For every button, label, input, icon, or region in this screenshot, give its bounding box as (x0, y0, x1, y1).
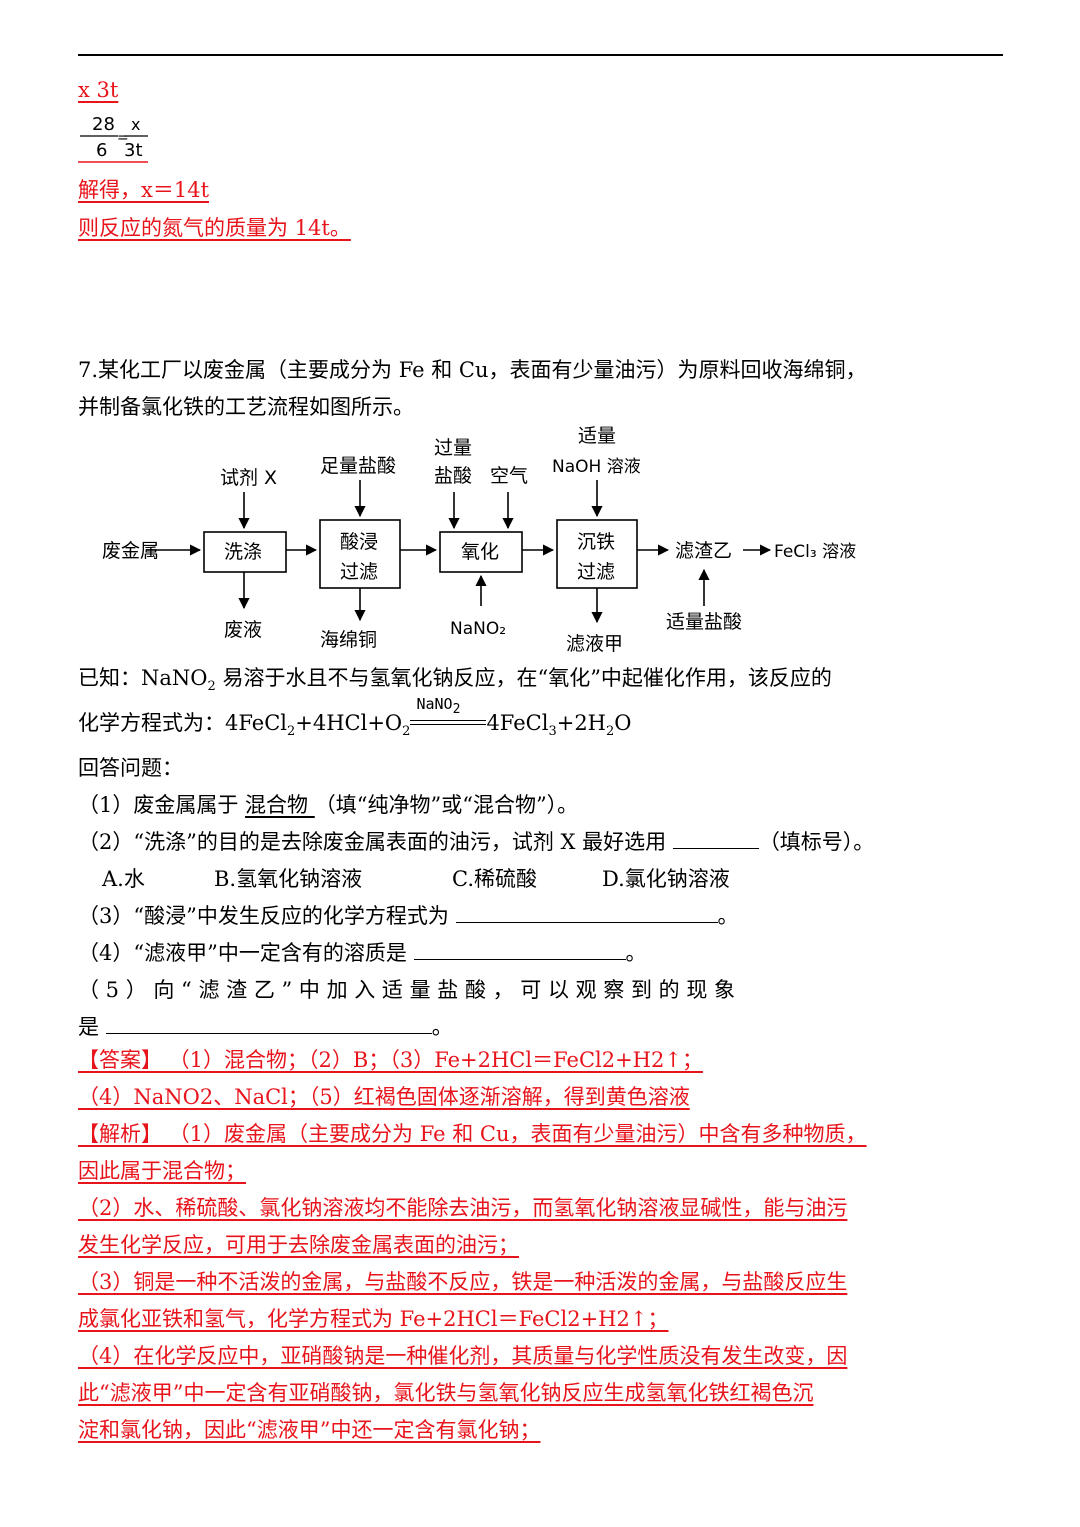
q2-answer-blank[interactable] (672, 828, 759, 850)
analysis-line-9: 淀和氯化钠，因此“滤液甲”中还一定含有氯化钠； (78, 1418, 541, 1442)
known-line-1: 已知：NaNO2 易溶于水且不与氢氧化钠反应，在“氧化”中起催化作用，该反应的 (78, 666, 832, 695)
catalyst-arrow: NaNO2 (410, 695, 487, 730)
label-residue: 滤渣乙 (675, 540, 732, 562)
label-precip-2: 过滤 (577, 561, 615, 583)
label-in-hcl-2: 盐酸 (434, 465, 472, 487)
q4-answer-blank[interactable] (413, 939, 626, 961)
q5-answer-blank[interactable] (105, 1013, 432, 1035)
answer-block: 【答案】 （1）混合物；（2）B；（3）Fe+2HCl＝FeCl2+H2↑； （… (78, 1042, 1003, 1449)
label-out-acid: 海绵铜 (320, 629, 377, 651)
q3: （3）“酸浸”中发生反应的化学方程式为 。 (78, 902, 739, 929)
label-wash: 洗涤 (224, 541, 262, 563)
answer-line-2: （4）NaNO2、NaCl；（5）红褐色固体逐渐溶解，得到黄色溶液 (78, 1085, 690, 1109)
q1-answer-blank[interactable]: 混合物 (245, 793, 315, 818)
q3-answer-blank[interactable] (455, 902, 718, 924)
question-stem: 7.某化工厂以废金属（主要成分为 Fe 和 Cu，表面有少量油污）为原料回收海绵… (78, 352, 1003, 426)
label-oxid: 氧化 (461, 541, 499, 563)
analysis-line-4: 发生化学反应，可用于去除废金属表面的油污； (78, 1233, 519, 1257)
stem-line-2: 并制备氯化铁的工艺流程如图所示。 (78, 395, 414, 419)
q2-options: A.水 B.氢氧化钠溶液 C.稀硫酸 D.氯化钠溶液 (78, 861, 1003, 898)
box-wash (203, 531, 287, 573)
analysis-line-6: 成氯化亚铁和氢气，化学方程式为 Fe+2HCl＝FeCl2+H2↑； (78, 1307, 669, 1331)
q5-line-2: 是 。 (78, 1013, 453, 1040)
known-block: 已知：NaNO2 易溶于水且不与氢氧化钠反应，在“氧化”中起催化作用，该反应的 … (78, 660, 1003, 1046)
analysis-line-1: 【解析】 （1）废金属（主要成分为 Fe 和 Cu，表面有少量油污）中含有多种物… (78, 1122, 867, 1146)
ratio-line: x 3t (78, 78, 119, 102)
answer-line-1: 【答案】 （1）混合物；（2）B；（3）Fe+2HCl＝FeCl2+H2↑； (78, 1048, 703, 1072)
analysis-line-8: 此“滤液甲”中一定含有亚硝酸钠，氯化铁与氢氧化钠反应生成氢氧化铁红褐色沉 (78, 1381, 814, 1405)
frac-eq: = (117, 130, 129, 146)
analysis-line-5: （3）铜是一种不活泼的金属，与盐酸不反应，铁是一种活泼的金属，与盐酸反应生 (78, 1270, 848, 1294)
fraction-svg: 28 6 = x 3t (78, 114, 148, 163)
label-out-filtrate: 滤液甲 (566, 633, 623, 655)
frac-right-den: 3t (124, 140, 143, 161)
option-c[interactable]: C.稀硫酸 (452, 867, 537, 892)
frac-right-num: x (131, 115, 140, 134)
option-d[interactable]: D.氯化钠溶液 (602, 867, 730, 892)
label-acid-2: 过滤 (340, 561, 378, 583)
label-in-hcl-1: 过量 (434, 437, 472, 459)
label-out-wash: 废液 (224, 619, 262, 641)
q4: （4）“滤液甲”中一定含有的溶质是 。 (78, 939, 647, 966)
label-in-air: 空气 (490, 465, 528, 487)
process-flow-diagram: 废金属 洗涤 酸浸 过滤 氧化 沉铁 过滤 滤渣乙 试剂 X 足量盐酸 过量 盐… (102, 425, 856, 655)
result-line: 则反应的氮气的质量为 14t。 (78, 216, 351, 240)
frac-left-den: 6 (96, 140, 107, 161)
q5-line-1: （ 5 ） 向 “ 滤 渣 乙 ” 中 加 入 适 量 盐 酸 ， 可 以 观 … (78, 978, 736, 1003)
label-product: FeCl₃ 溶液 (774, 542, 856, 562)
label-in-nano2: NaNO₂ (450, 619, 506, 639)
label-in-wash: 试剂 X (220, 467, 277, 489)
option-a[interactable]: A.水 (102, 867, 145, 892)
proportion-fraction: 28 6 = x 3t (78, 112, 153, 169)
q2: （2）“洗涤”的目的是去除废金属表面的油污，试剂 X 最好选用 （填标号）。 (78, 828, 875, 855)
solve-line: 解得，x＝14t (78, 178, 210, 202)
label-in-residue-hcl: 适量盐酸 (666, 611, 742, 633)
label-start: 废金属 (102, 540, 159, 562)
analysis-line-2: 因此属于混合物； (78, 1159, 246, 1183)
header-rule (78, 54, 1003, 56)
answer-prompt: 回答问题： (78, 756, 183, 781)
label-in-acid: 足量盐酸 (320, 455, 396, 477)
option-b[interactable]: B.氢氧化钠溶液 (214, 867, 363, 892)
label-acid-1: 酸浸 (340, 531, 378, 553)
analysis-line-7: （4）在化学反应中，亚硝酸钠是一种催化剂，其质量与化学性质没有发生改变，因 (78, 1344, 848, 1368)
label-in-naoh-2: NaOH 溶液 (552, 457, 641, 477)
q1: （1）废金属属于 混合物 （填“纯净物”或“混合物”）。 (78, 793, 579, 818)
label-precip-1: 沉铁 (577, 531, 615, 553)
analysis-line-3: （2）水、稀硫酸、氯化钠溶液均不能除去油污，而氢氧化钠溶液显碱性，能与油污 (78, 1196, 848, 1220)
stem-line-1: 7.某化工厂以废金属（主要成分为 Fe 和 Cu，表面有少量油污）为原料回收海绵… (78, 358, 867, 382)
frac-left-num: 28 (92, 114, 115, 135)
box-oxid (439, 531, 523, 573)
label-in-naoh-1: 适量 (578, 425, 616, 447)
